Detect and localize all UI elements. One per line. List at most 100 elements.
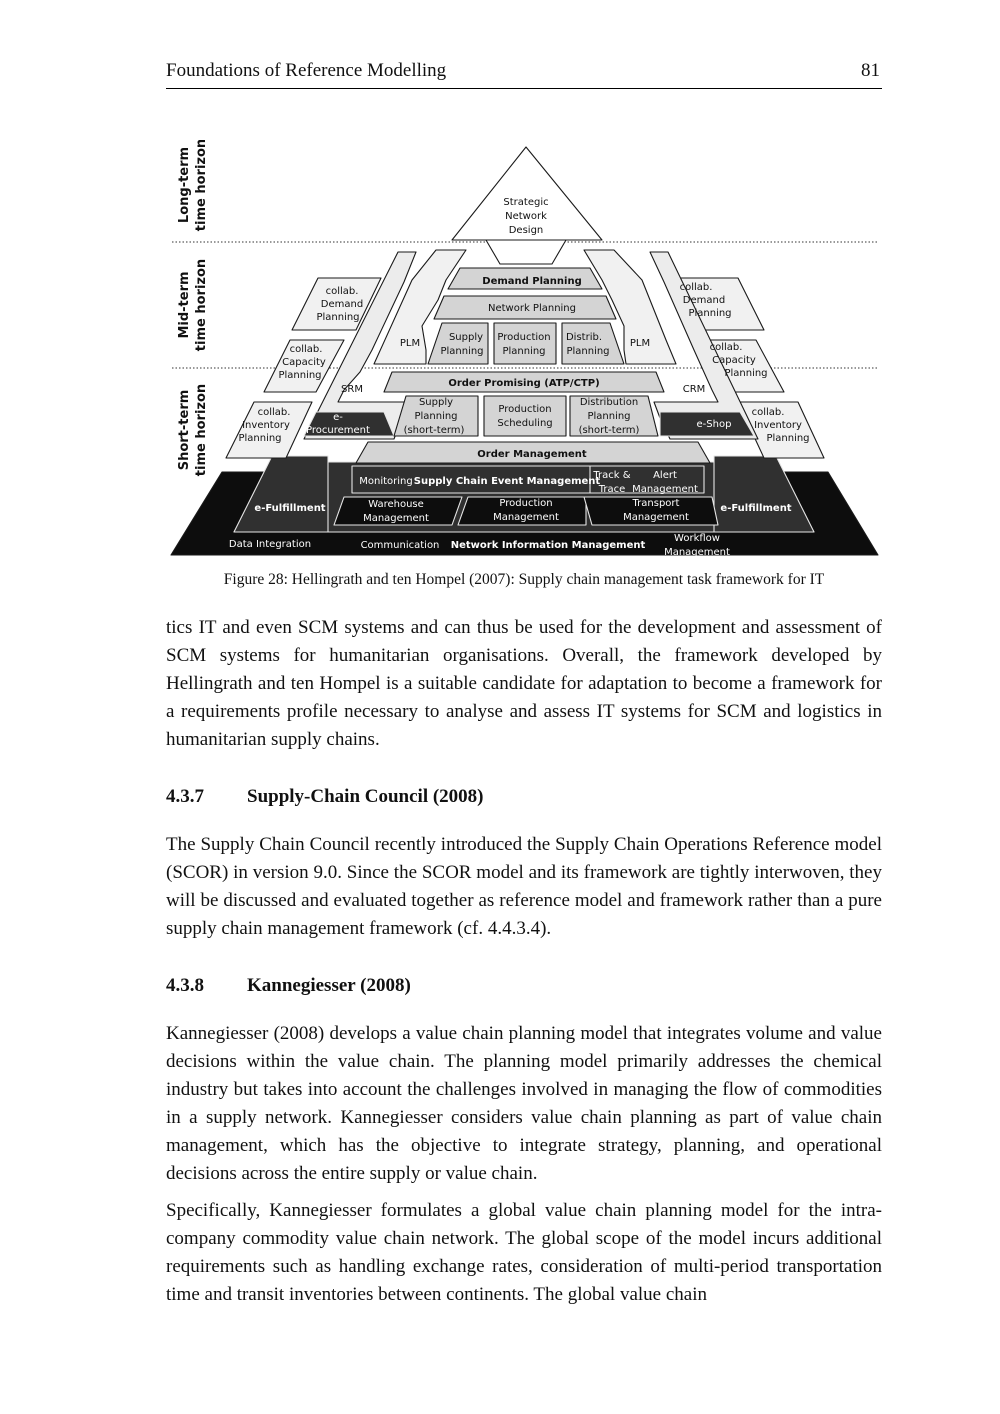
- running-header-title: Foundations of Reference Modelling: [166, 60, 447, 81]
- collab-demand-right-1: collab.: [680, 282, 713, 293]
- distrib-planning-1: Distrib.: [566, 332, 602, 343]
- collab-demand-left-3: Planning: [316, 312, 359, 323]
- data-integration-label: Data Integration: [229, 539, 311, 550]
- order-management-box: [355, 441, 711, 464]
- transport-2: Management: [623, 512, 689, 523]
- scem-box: [351, 465, 705, 494]
- section-number: 4.3.8: [166, 975, 204, 996]
- collab-capacity-right-2: Capacity: [712, 355, 756, 366]
- srm-label: SRM: [341, 384, 363, 395]
- supply-planning-2: Planning: [440, 346, 483, 357]
- horizon-mid-1: Mid-term: [177, 271, 192, 338]
- horizon-mid-2: time horizon: [194, 259, 209, 351]
- transport-box: [583, 496, 719, 526]
- nim-label: Network Information Management: [451, 540, 646, 551]
- workflow-2: Management: [664, 547, 730, 558]
- network-planning-box: [433, 295, 617, 320]
- crm-frame: [649, 251, 759, 440]
- track-trace-2: Trace: [598, 484, 626, 495]
- supply-planning-short-2: Planning: [414, 411, 457, 422]
- plm-left-frame: [373, 249, 467, 365]
- production-mgmt-1: Production: [499, 498, 552, 509]
- transport-1: Transport: [632, 498, 680, 509]
- section-heading-4-3-7: 4.3.7 Supply-Chain Council (2008): [166, 786, 882, 808]
- eprocurement-2: Procurement: [306, 425, 370, 436]
- plm-left-label: PLM: [400, 338, 420, 349]
- supply-planning-short-1: Supply: [419, 397, 453, 408]
- paragraph-1: tics IT and even SCM systems and can thu…: [166, 617, 882, 750]
- production-mgmt-2: Management: [493, 512, 559, 523]
- running-header: Foundations of Reference Modelling 81: [166, 58, 882, 89]
- collab-capacity-left-1: collab.: [290, 344, 323, 355]
- production-scheduling-box: [483, 395, 567, 437]
- section-title: Kannegiesser (2008): [247, 975, 411, 996]
- collab-inventory-left-1: collab.: [258, 407, 291, 418]
- supply-planning-short-box: [393, 395, 479, 437]
- paragraph-3: Kannegiesser (2008) develops a value cha…: [166, 1023, 882, 1184]
- alert-management-2: Management: [632, 484, 698, 495]
- supply-planning-1: Supply: [449, 332, 483, 343]
- efulfillment-left-box: [233, 455, 329, 533]
- eprocurement-box: [303, 411, 395, 437]
- figure-labels: Long-term time horizon Mid-term time hor…: [177, 140, 810, 558]
- horizon-short-2: time horizon: [194, 384, 209, 476]
- warehouse-box: [333, 496, 463, 526]
- strategic-3: Design: [509, 225, 544, 236]
- collab-capacity-right-3: Planning: [724, 368, 767, 379]
- efulfillment-right-label: e-Fulfillment: [720, 503, 791, 514]
- warehouse-1: Warehouse: [368, 499, 424, 510]
- paragraph-2: The Supply Chain Council recently introd…: [166, 834, 882, 939]
- collab-capacity-left-3: Planning: [278, 370, 321, 381]
- production-scheduling-2: Scheduling: [497, 418, 552, 429]
- horizon-short-1: Short-term: [177, 390, 192, 471]
- strategic-stem: [485, 239, 567, 265]
- eshop-label: e-Shop: [697, 419, 732, 430]
- figure-caption: Figure 28: Hellingrath and ten Hompel (2…: [223, 571, 825, 588]
- plm-right-frame: [583, 249, 677, 365]
- production-planning-box: [493, 322, 557, 365]
- collab-capacity-left-box: [263, 339, 345, 393]
- collab-demand-left-box: [291, 277, 382, 331]
- section-title: Supply-Chain Council (2008): [247, 786, 484, 807]
- section-heading-4-3-8: 4.3.8 Kannegiesser (2008): [166, 975, 882, 997]
- horizon-long-2: time horizon: [194, 140, 209, 231]
- distrib-planning-box: [561, 322, 625, 365]
- collab-inventory-left-3: Planning: [238, 433, 281, 444]
- strategic-2: Network: [505, 211, 547, 222]
- plm-right-label: PLM: [630, 338, 650, 349]
- supply-planning-short-3: (short-term): [404, 425, 465, 436]
- collab-inventory-left-2: Inventory: [242, 420, 290, 431]
- collab-inventory-right-2: Inventory: [754, 420, 802, 431]
- eshop-box: [659, 411, 755, 437]
- figure-scm-framework: Long-term time horizon Mid-term time hor…: [166, 140, 882, 560]
- distribution-planning-short-3: (short-term): [579, 425, 640, 436]
- collab-inventory-right-3: Planning: [766, 433, 809, 444]
- page-number: 81: [861, 60, 880, 81]
- warehouse-2: Management: [363, 513, 429, 524]
- supply-planning-box: [427, 322, 489, 365]
- order-promising-box: [383, 371, 665, 393]
- efulfillment-left-label: e-Fulfillment: [254, 503, 325, 514]
- production-planning-2: Planning: [502, 346, 545, 357]
- collab-capacity-left-2: Capacity: [282, 357, 326, 368]
- order-promising-label: Order Promising (ATP/CTP): [448, 378, 599, 389]
- demand-planning-label: Demand Planning: [482, 276, 581, 287]
- distrib-planning-2: Planning: [566, 346, 609, 357]
- collab-demand-right-2: Demand: [683, 295, 725, 306]
- horizon-long-1: Long-term: [177, 147, 192, 223]
- distribution-planning-short-1: Distribution: [580, 397, 638, 408]
- communication-label: Communication: [361, 540, 440, 551]
- workflow-1: Workflow: [674, 533, 720, 544]
- track-trace-1: Track &: [592, 470, 630, 481]
- order-management-label: Order Management: [477, 449, 587, 460]
- production-scheduling-1: Production: [498, 404, 551, 415]
- production-planning-1: Production: [497, 332, 550, 343]
- paragraph-4: Specifically, Kannegiesser formulates a …: [166, 1200, 882, 1305]
- collab-demand-left-2: Demand: [321, 299, 363, 310]
- collab-inventory-left-box: [225, 401, 313, 459]
- collab-inventory-right-1: collab.: [752, 407, 785, 418]
- distribution-planning-short-box: [569, 395, 659, 437]
- alert-management-1: Alert: [653, 470, 677, 481]
- section-number: 4.3.7: [166, 786, 204, 807]
